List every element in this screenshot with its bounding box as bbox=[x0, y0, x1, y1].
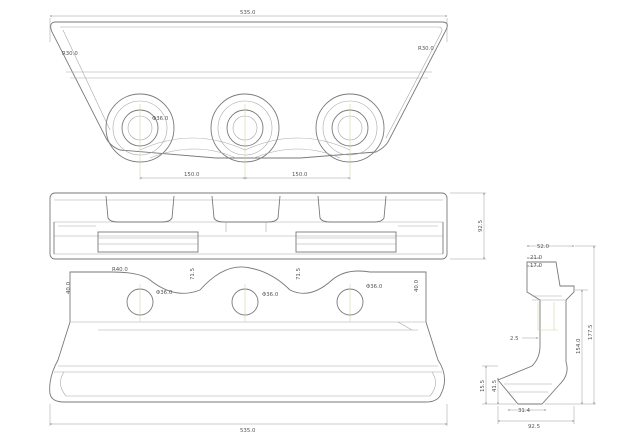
top-view: 535.0 R30.0 R30.0 Φ36.0 bbox=[49, 10, 448, 180]
bottom-radius: R40.0 bbox=[112, 267, 128, 273]
side-dim-25: 2.5 bbox=[510, 336, 519, 342]
bottom-right-height: 40.0 bbox=[414, 279, 420, 292]
side-view: 52.0 21.0 17.0 2.5 154.0 177.5 15.5 41.5… bbox=[480, 244, 596, 430]
bottom-mid-right: 71.5 bbox=[296, 268, 302, 280]
bottom-hole-1: Φ36.0 bbox=[156, 290, 173, 296]
bottom-hole-2: Φ36.0 bbox=[262, 292, 279, 298]
bottom-hole-3: Φ36.0 bbox=[366, 284, 383, 290]
bottom-left-height: 40.0 bbox=[66, 281, 72, 294]
side-dim-21: 21.0 bbox=[530, 255, 543, 261]
top-spacing-right: 150.0 bbox=[292, 172, 308, 178]
bottom-view: R40.0 Φ36.0 Φ36.0 Φ36.0 71.5 71.5 40.0 4… bbox=[49, 266, 448, 434]
side-height-inner: 154.0 bbox=[576, 338, 582, 354]
front-view: 92.5 bbox=[49, 192, 486, 260]
top-hole-dia: Φ36.0 bbox=[152, 116, 169, 122]
side-dim-415: 41.5 bbox=[492, 380, 498, 392]
side-bottom-width: 92.5 bbox=[528, 424, 540, 430]
top-radius-right: R30.0 bbox=[418, 46, 434, 52]
bottom-mid-left: 71.5 bbox=[190, 268, 196, 280]
side-dim-314: 31.4 bbox=[518, 408, 531, 414]
top-outline bbox=[50, 21, 448, 159]
bottom-outline bbox=[49, 266, 445, 403]
side-outline bbox=[497, 261, 575, 405]
bottom-width-label: 535.0 bbox=[240, 428, 256, 434]
top-radius-left: R30.0 bbox=[62, 51, 78, 57]
front-height-label: 92.5 bbox=[478, 220, 484, 232]
top-spacing-left: 150.0 bbox=[184, 172, 200, 178]
top-width-label: 535.0 bbox=[240, 10, 256, 16]
side-dim-155: 15.5 bbox=[480, 380, 486, 392]
side-top-width: 52.0 bbox=[537, 244, 550, 250]
side-dim-17: 17.0 bbox=[530, 263, 543, 269]
side-height-total: 177.5 bbox=[588, 325, 594, 340]
